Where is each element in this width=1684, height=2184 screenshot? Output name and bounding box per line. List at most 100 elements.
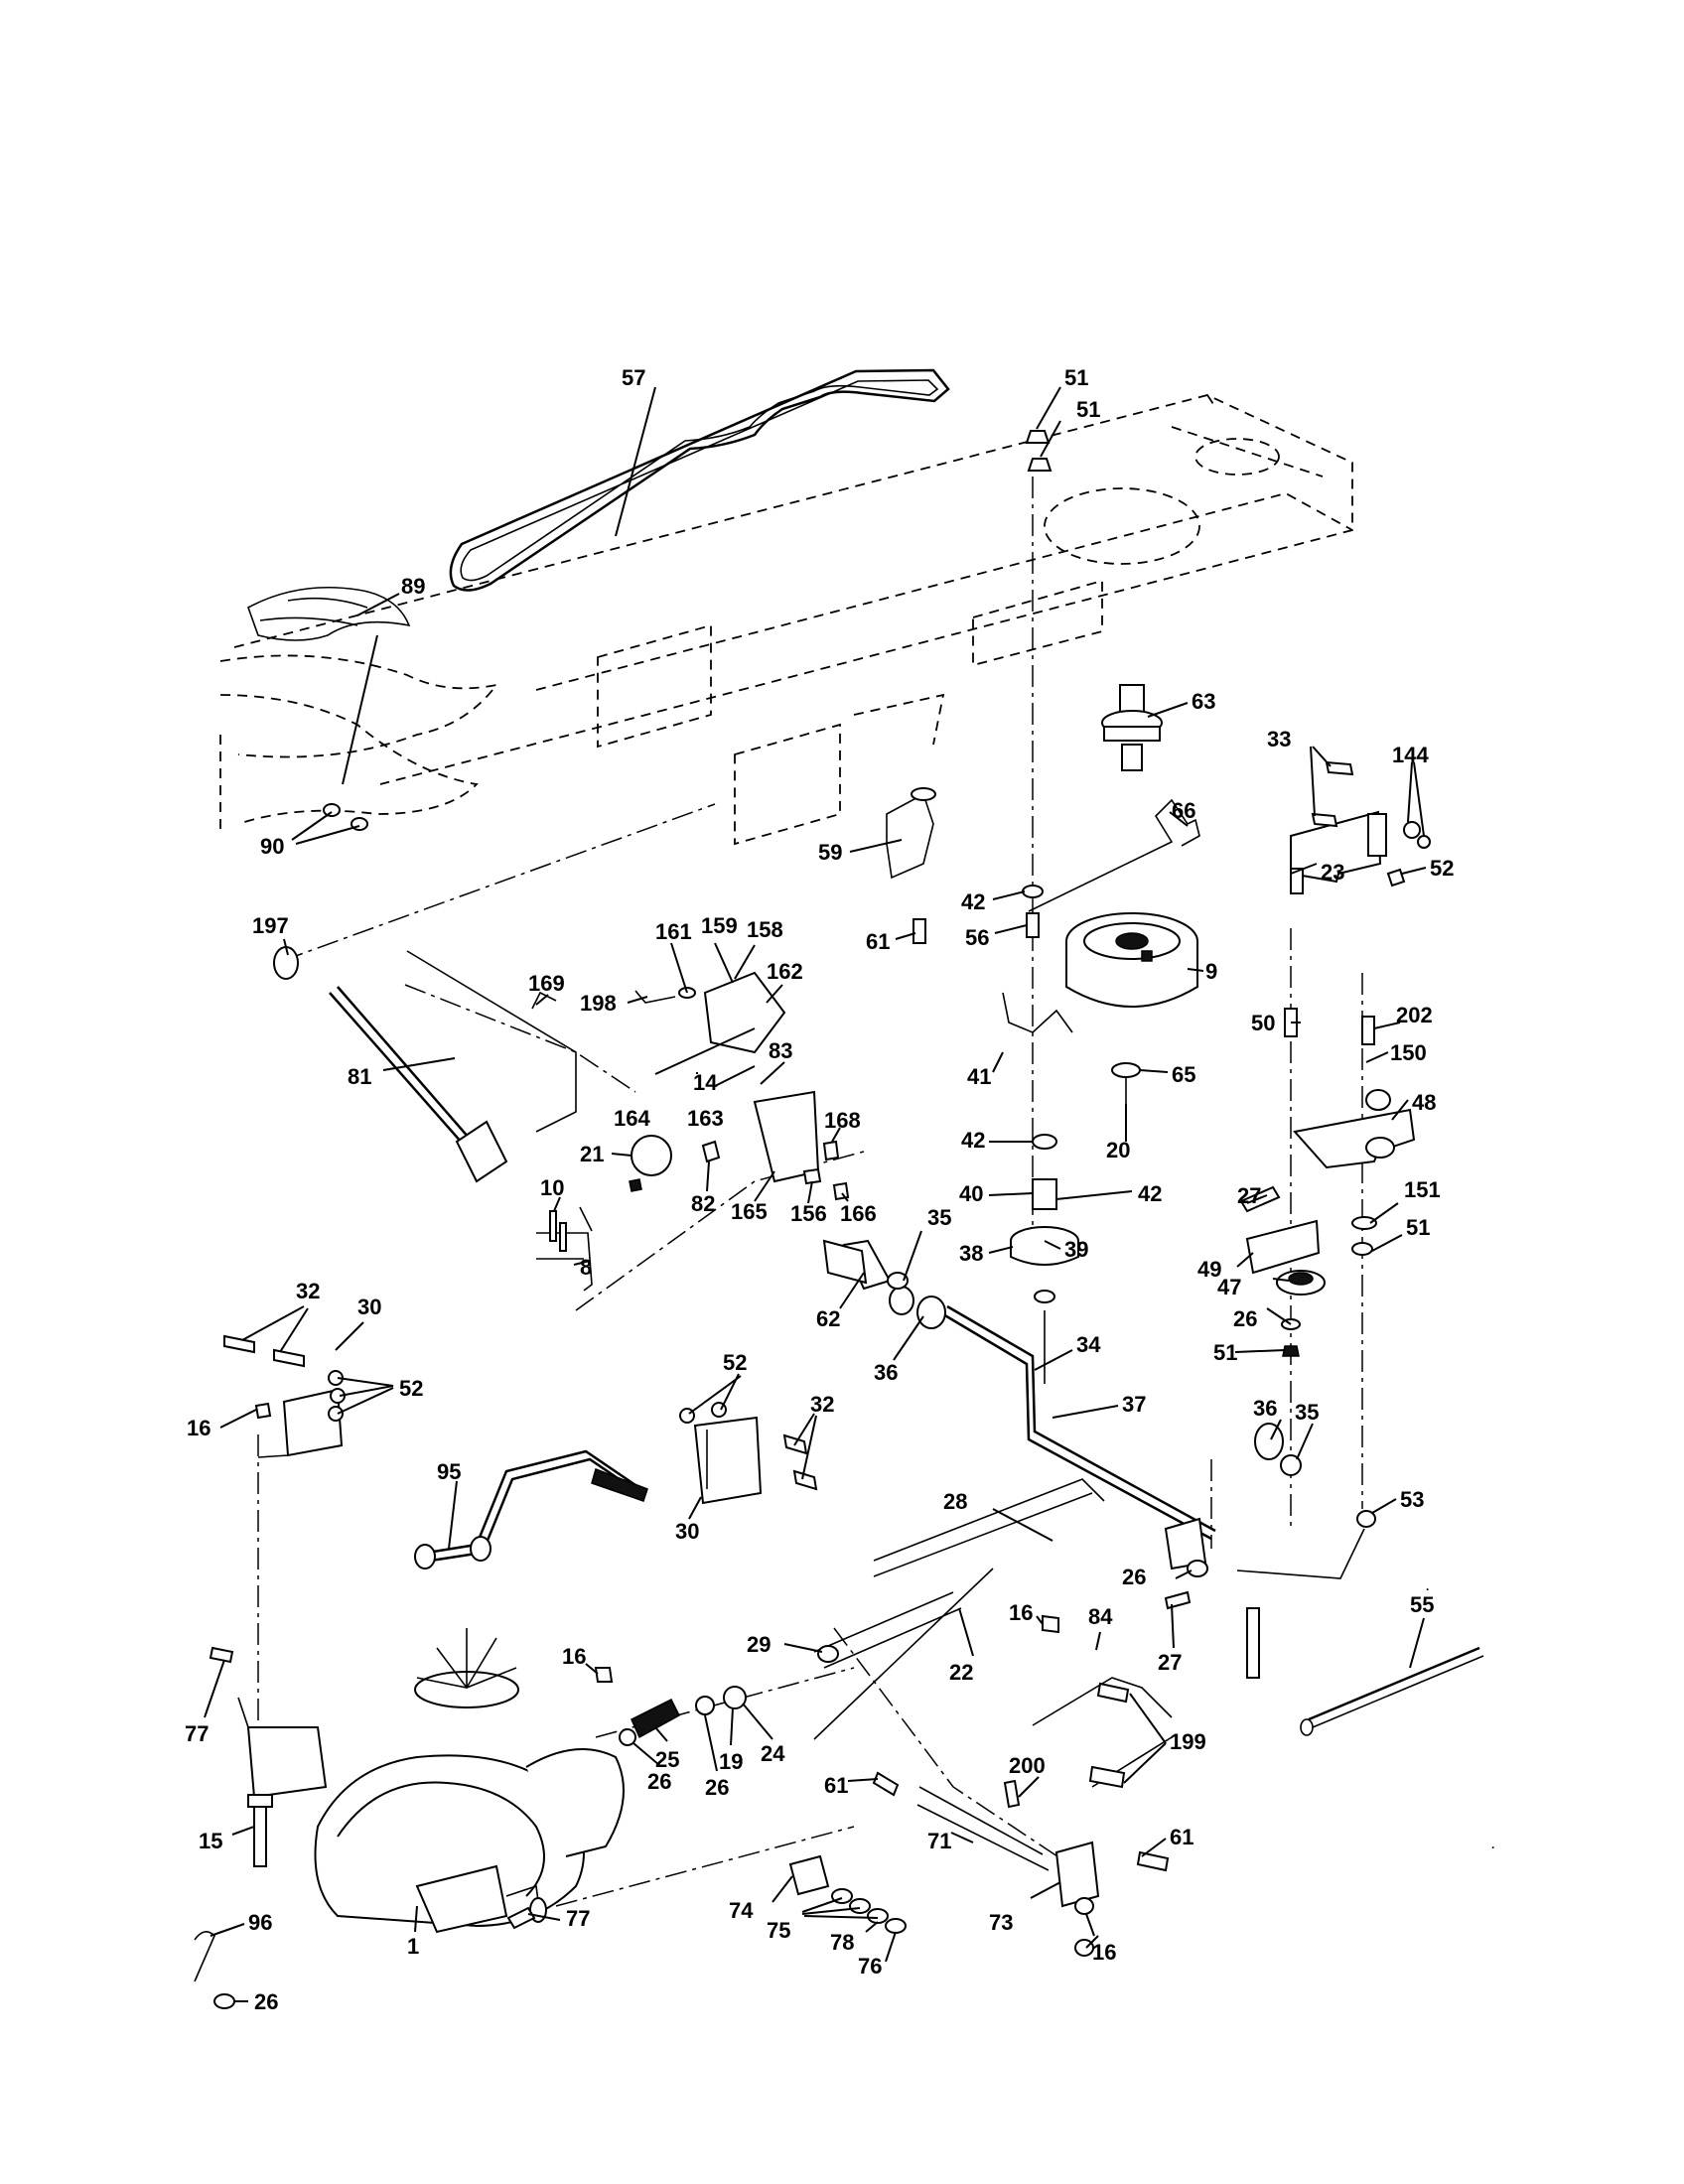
part-label-51: 51 (1064, 365, 1088, 390)
part-label-73: 73 (989, 1910, 1013, 1935)
transmission (237, 1628, 625, 1934)
part-label-165: 165 (731, 1199, 768, 1224)
svg-text:.: . (1426, 1579, 1429, 1593)
part-label-89: 89 (401, 574, 425, 599)
part-label-65: 65 (1172, 1062, 1195, 1087)
part-label-82: 82 (691, 1191, 715, 1216)
part-label-51: 51 (1213, 1340, 1237, 1365)
part-label-57: 57 (622, 365, 645, 390)
part-label-168: 168 (824, 1108, 861, 1133)
part-label-63: 63 (1192, 689, 1215, 714)
part-label-32: 32 (296, 1279, 320, 1303)
part-label-21: 21 (580, 1142, 604, 1166)
part-label-50: 50 (1251, 1011, 1275, 1035)
part-label-28: 28 (943, 1489, 967, 1514)
part-label-52: 52 (723, 1350, 747, 1375)
part-label-27: 27 (1158, 1650, 1182, 1675)
part-label-96: 96 (248, 1910, 272, 1935)
part-label-42: 42 (961, 1128, 985, 1153)
part-label-1: 1 (407, 1934, 419, 1959)
part-label-33: 33 (1267, 727, 1291, 751)
part-label-199: 199 (1170, 1729, 1206, 1754)
part-label-161: 161 (655, 919, 692, 944)
part-label-71: 71 (927, 1829, 951, 1853)
part-label-37: 37 (1122, 1392, 1146, 1417)
part-label-20: 20 (1106, 1138, 1130, 1162)
part-label-40: 40 (959, 1181, 983, 1206)
part-label-166: 166 (840, 1201, 877, 1226)
part-label-51: 51 (1076, 397, 1100, 422)
part-label-26: 26 (254, 1989, 278, 2014)
part-label-74: 74 (729, 1898, 754, 1923)
part-label-47: 47 (1217, 1275, 1241, 1299)
part-label-77: 77 (566, 1906, 590, 1931)
part-label-66: 66 (1172, 798, 1195, 823)
part-label-61: 61 (824, 1773, 848, 1798)
fender (219, 586, 499, 834)
part-label-169: 169 (528, 971, 565, 996)
part-label-35: 35 (927, 1205, 951, 1230)
part-label-53: 53 (1400, 1487, 1424, 1512)
part-label-16: 16 (562, 1644, 586, 1669)
part-label-78: 78 (830, 1930, 854, 1955)
part-label-163: 163 (687, 1106, 724, 1131)
brake-linkage (531, 971, 820, 1192)
part-label-52: 52 (1430, 856, 1454, 881)
part-label-22: 22 (949, 1660, 973, 1685)
part-label-10: 10 (540, 1175, 564, 1200)
part-label-59: 59 (818, 840, 842, 865)
part-label-144: 144 (1392, 743, 1429, 767)
part-label-34: 34 (1076, 1332, 1101, 1357)
compression-spring (631, 1686, 747, 1739)
part-label-52: 52 (399, 1376, 423, 1401)
part-label-39: 39 (1064, 1237, 1088, 1262)
part-label-30: 30 (675, 1519, 699, 1544)
part-label-8: 8 (580, 1255, 592, 1280)
part-label-36: 36 (874, 1360, 898, 1385)
cross-shaft (842, 1239, 1376, 1579)
margin-marks: . . (1426, 1579, 1494, 1851)
part-label-26: 26 (1122, 1565, 1146, 1589)
part-label-48: 48 (1412, 1090, 1436, 1115)
part-label-24: 24 (761, 1741, 785, 1766)
part-label-14: 14 (693, 1070, 718, 1095)
part-label-30: 30 (357, 1295, 381, 1319)
part-label-56: 56 (965, 925, 989, 950)
part-label-61: 61 (866, 929, 890, 954)
part-label-77: 77 (185, 1721, 209, 1746)
part-label-32: 32 (810, 1392, 834, 1417)
lift-handle (414, 1449, 648, 1570)
part-label-25: 25 (655, 1747, 679, 1772)
part-label-49: 49 (1197, 1257, 1221, 1282)
part-label-19: 19 (719, 1749, 743, 1774)
part-label-23: 23 (1321, 860, 1344, 885)
part-label-156: 156 (790, 1201, 827, 1226)
part-label-202: 202 (1396, 1003, 1433, 1027)
part-label-29: 29 (747, 1632, 771, 1657)
part-label-16: 16 (187, 1416, 210, 1440)
lift-shaft (273, 946, 577, 1183)
part-label-76: 76 (858, 1954, 882, 1979)
part-label-200: 200 (1009, 1753, 1046, 1778)
part-label-16: 16 (1092, 1940, 1116, 1965)
part-label-16: 16 (1009, 1600, 1033, 1625)
idler-brackets (1028, 798, 1416, 1357)
drive-rods (813, 1478, 1173, 1871)
part-label-75: 75 (767, 1918, 790, 1943)
part-label-159: 159 (701, 913, 738, 938)
part-label-198: 198 (580, 991, 617, 1016)
extension-spring (1300, 1646, 1484, 1736)
part-label-90: 90 (260, 834, 284, 859)
part-label-26: 26 (647, 1769, 671, 1794)
part-label-197: 197 (252, 913, 289, 938)
part-label-83: 83 (769, 1038, 792, 1063)
leader-lines (204, 386, 1427, 2002)
part-label-164: 164 (614, 1106, 650, 1131)
part-label-36: 36 (1253, 1396, 1277, 1421)
part-label-158: 158 (747, 917, 783, 942)
part-label-42: 42 (1138, 1181, 1162, 1206)
part-labels: 57 51 51 89 63 33 144 66 52 90 59 23 42 … (185, 365, 1454, 2014)
bracket-left (257, 1388, 763, 1505)
part-label-15: 15 (199, 1829, 222, 1853)
